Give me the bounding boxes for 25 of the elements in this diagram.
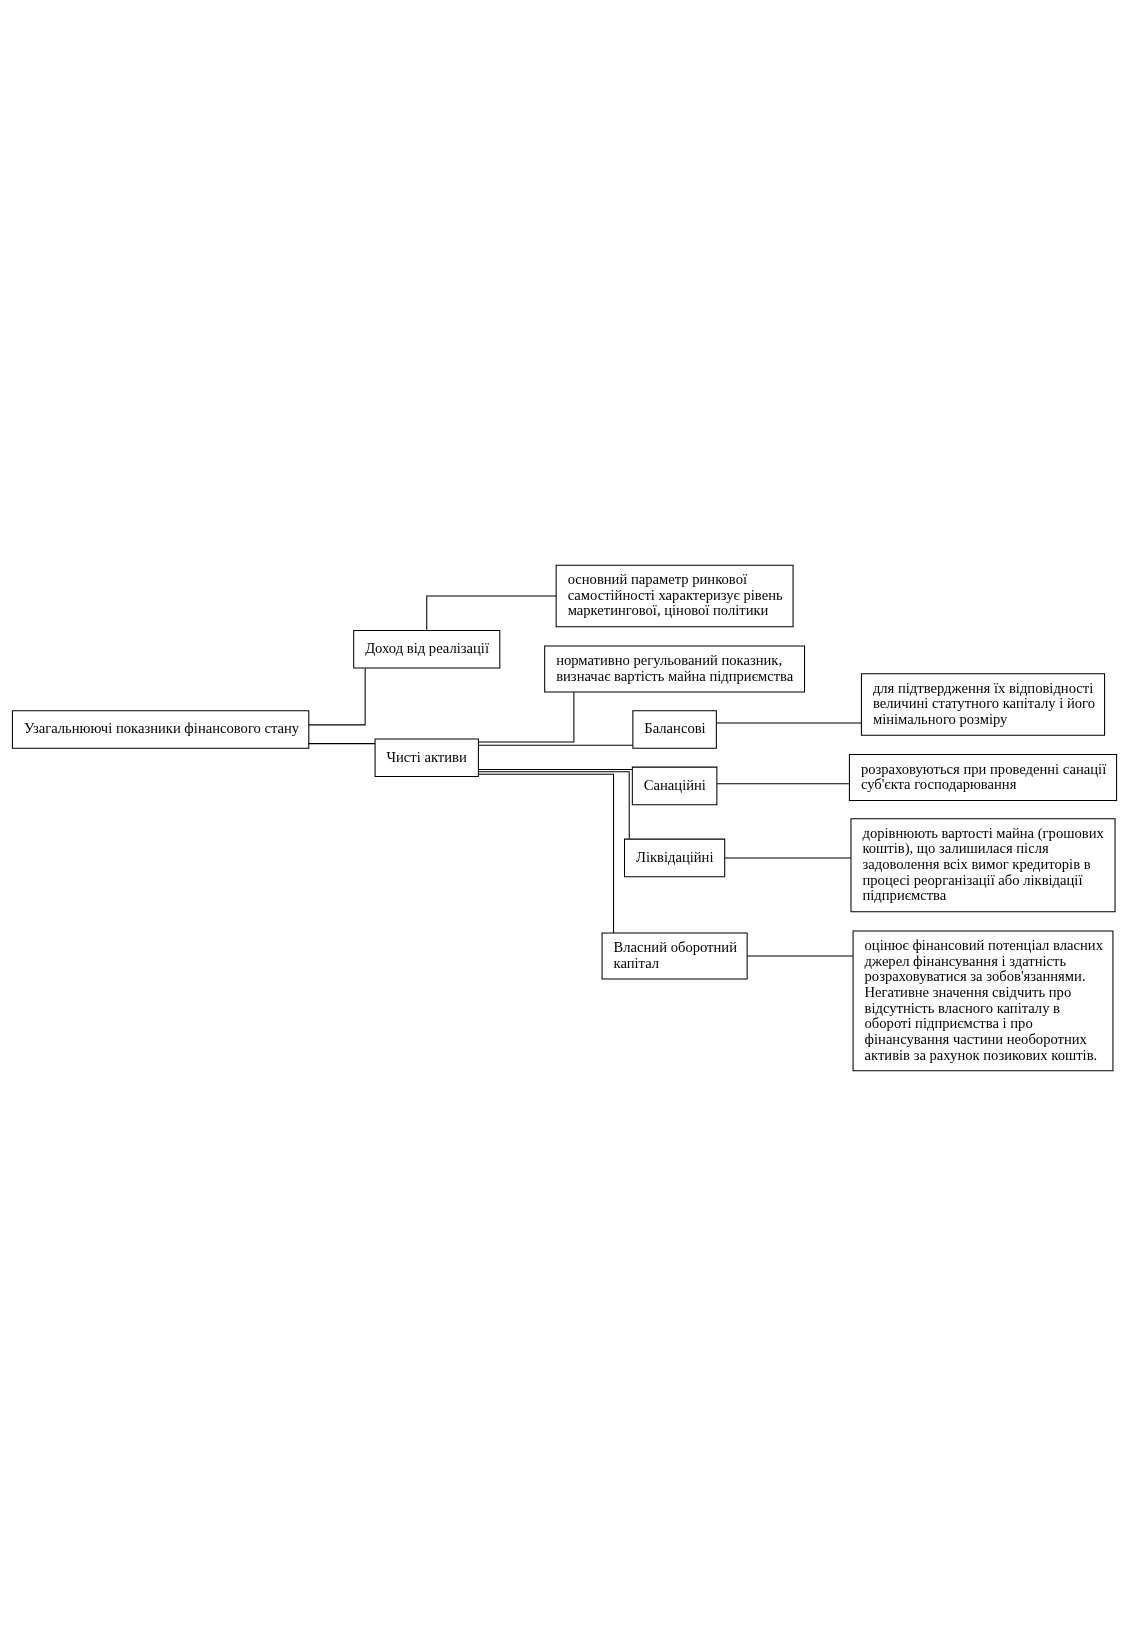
connector (426, 595, 557, 631)
connector (308, 667, 366, 726)
node-box: Балансові (632, 710, 717, 749)
node-box: нормативно регульований показник, визначає вартість майна підприємства (544, 645, 806, 693)
node-box: Ліквідаційні (624, 838, 726, 878)
node-box: основний параметр ринкової самостійності характеризує рівень маркетингової, цінової політики (555, 564, 794, 628)
connector (716, 783, 850, 785)
node-box: Узагальнюючі показники фінансового стану (11, 710, 310, 749)
connector (478, 768, 633, 770)
connector (724, 857, 852, 859)
connector (746, 955, 854, 957)
connector (478, 773, 615, 934)
node-box: Власний оборотний капітал (601, 932, 748, 980)
connector (716, 722, 862, 724)
node-box: Чисті активи (374, 738, 479, 778)
node-box: дорівнюють вартості майна (грошових коштів), що залишилася після задоволення всіх вимог кредиторів в процесі реорганізації або ліквідації підприємства (850, 818, 1116, 913)
node-box: оцінює фінансовий потенціал власних джерел фінансування і здатність розраховуватися за зобов'язаннями. Негативне значення свідчить про відсутність власного капіталу в обороті підприємства і про фінансування частини необоротних активів за рахунок позикових коштів. (852, 930, 1114, 1072)
connector (478, 771, 630, 840)
connector (478, 744, 634, 746)
connector (308, 743, 376, 745)
node-box: розраховуються при проведенні санації суб'єкта господарювання (848, 754, 1118, 802)
node-box: для підтвердження їх відповідності величині статутного капіталу і його мінімального розміру (860, 673, 1106, 736)
node-box: Доход від реалізації (353, 629, 501, 669)
node-box: Санаційні (631, 766, 718, 806)
connector (478, 691, 575, 743)
